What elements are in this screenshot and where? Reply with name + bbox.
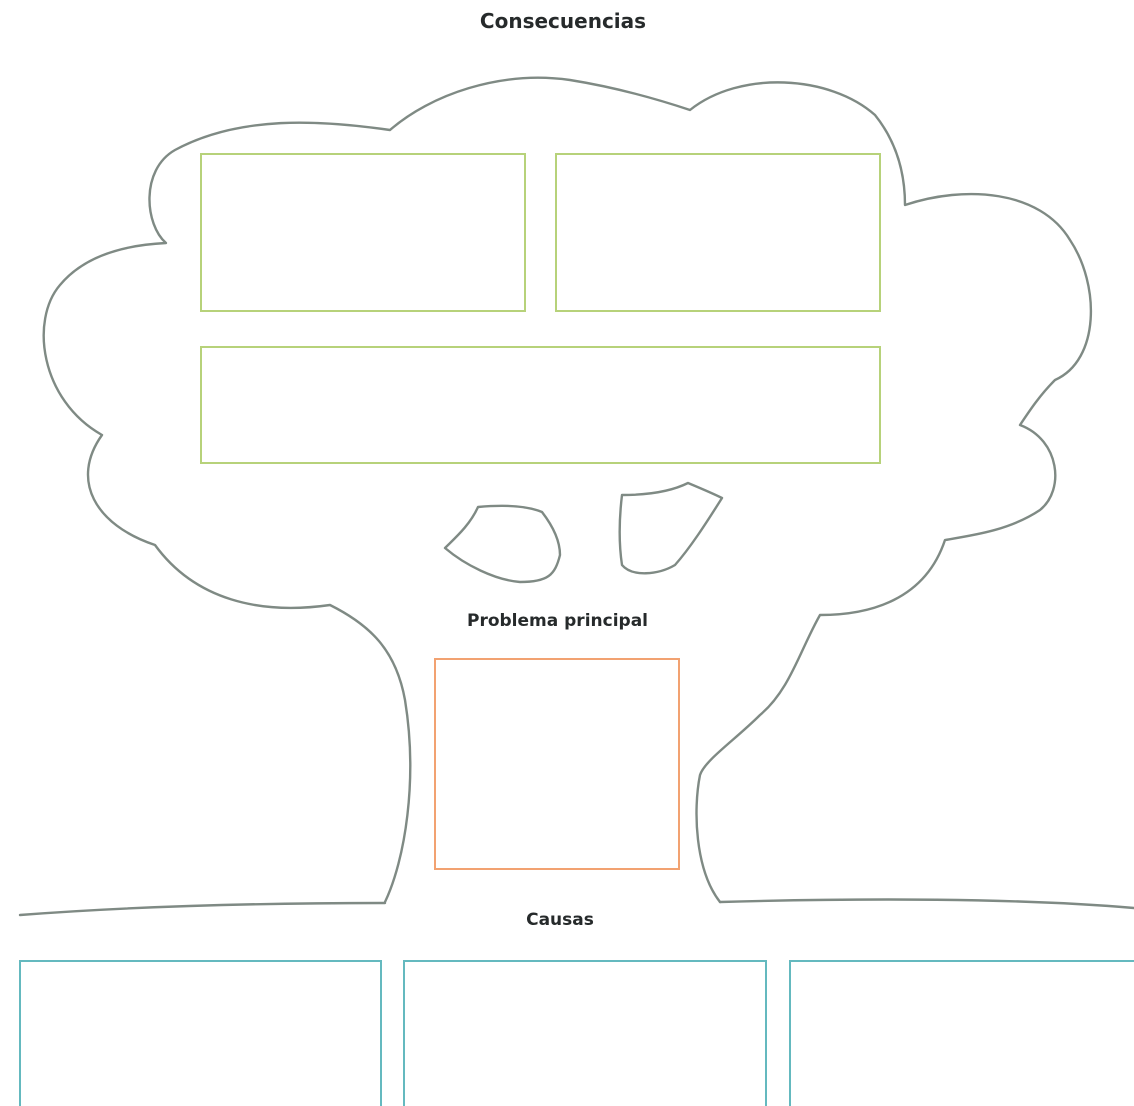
consequence-box-2[interactable]	[555, 153, 881, 312]
consequence-box-1[interactable]	[200, 153, 526, 312]
consequences-heading: Consecuencias	[479, 9, 647, 33]
cause-box-2[interactable]	[403, 960, 767, 1106]
main-problem-heading: Problema principal	[466, 611, 648, 631]
crown-hollow-right	[618, 481, 724, 575]
consequence-box-3[interactable]	[200, 346, 881, 464]
cause-box-1[interactable]	[19, 960, 382, 1106]
main-problem-box[interactable]	[434, 658, 680, 870]
tree-crown-and-trunk	[42, 76, 1093, 904]
cause-box-3[interactable]	[789, 960, 1134, 1106]
ground-line-right	[718, 898, 1134, 910]
crown-hollow-left	[443, 504, 562, 584]
ground-line-left	[18, 901, 387, 917]
causes-heading: Causas	[526, 910, 594, 930]
